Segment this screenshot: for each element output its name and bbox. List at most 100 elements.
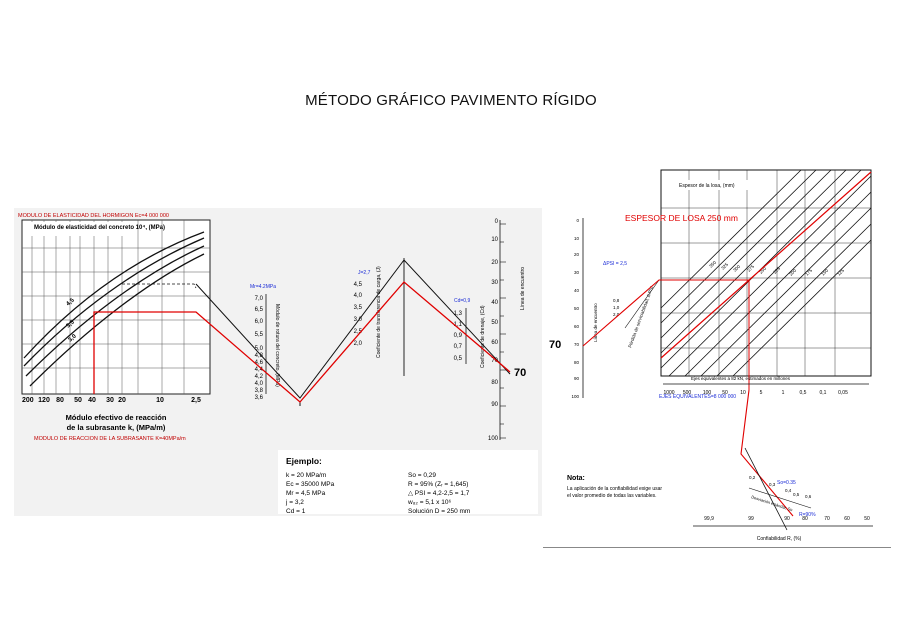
k-tick-40: 40: [88, 397, 96, 404]
slab-title-backdrop: [665, 180, 755, 190]
right-turning-tick: 90: [574, 376, 580, 381]
k-tick-20: 20: [118, 397, 126, 404]
turning-tick: 20: [491, 260, 498, 266]
mr-tick: 4,4: [255, 367, 264, 373]
mr-tick: 5,5: [255, 332, 264, 338]
so-annotation: So=0.35: [777, 480, 796, 486]
psi-ticks: 0,8 1,0 2,0: [613, 298, 620, 317]
r-annotation: R=90%: [799, 512, 816, 518]
esal-tick: 0,5: [800, 390, 807, 396]
right-turning-tick: 80: [574, 360, 580, 365]
modulus-curves: [23, 231, 205, 387]
k-tick-10: 10: [156, 397, 164, 404]
example-heading: Ejemplo:: [286, 456, 322, 466]
r-tick: 50: [864, 516, 870, 522]
cd-tick: 1,1: [454, 322, 463, 328]
example-right-line: △ PSI = 4,2-2,5 = 1,7: [408, 490, 470, 497]
example-left-line: k = 20 MPa/m: [286, 472, 326, 479]
right-turning-tick: 70: [574, 342, 580, 347]
esal-tick: 0,1: [820, 390, 827, 396]
j-axis-title: Coeficiente de transferencia de carga, (…: [376, 266, 382, 358]
cd-tick: 0,5: [454, 356, 463, 362]
right-turning-tick: 10: [574, 236, 580, 241]
mr-annotation: Mr=4.2MPa: [250, 284, 276, 290]
psi-tick: 1,0: [613, 305, 620, 310]
turning-tick: 40: [491, 300, 498, 306]
cd-annotation: Cd=0,9: [454, 298, 470, 304]
r-tick: 70: [824, 516, 830, 522]
so-axis-title: Desviación estándar, So: [751, 494, 794, 512]
note-line-1: La aplicación de la confiabilidad exige …: [567, 486, 662, 492]
r-tick: 99: [748, 516, 754, 522]
example-left-line: Ec = 35000 MPa: [286, 481, 335, 488]
solution-path-left: [93, 281, 511, 403]
slab-result-label: ESPESOR DE LOSA 250 mm: [625, 213, 738, 223]
left-nomograph-svg: MODULO DE ELASTICIDAD DEL HORMIGON Ec=4 …: [18, 213, 538, 515]
psi-tick: 0,8: [613, 298, 620, 303]
turning-tick: 100: [488, 436, 499, 442]
k-axis-title-line2: de la subrasante k, (MPa/m): [67, 423, 166, 432]
so-tick: 0,3: [769, 482, 776, 487]
mr-tick: 4,8: [255, 353, 264, 359]
k-tick-80: 80: [56, 397, 64, 404]
k-tick-120: 120: [38, 397, 50, 404]
turning-tick: 0: [495, 219, 499, 225]
j-tick: 2,0: [354, 341, 363, 347]
j-tick: 4,5: [354, 282, 363, 288]
slab-line-label: 125: [836, 268, 845, 277]
turning-tick: 30: [491, 280, 498, 286]
j-tick: 3,5: [354, 305, 363, 311]
mr-tick: 4,2: [255, 374, 264, 380]
black-reliability-line: [744, 447, 788, 531]
right-turning-tick: 50: [574, 306, 580, 311]
right-turning-tick: 30: [574, 270, 580, 275]
right-turning-value-big: 70: [549, 339, 561, 351]
right-turning-tick: 0: [576, 218, 579, 223]
j-annotation: J=2,7: [358, 270, 371, 276]
example-guide-dashed: [122, 283, 197, 289]
turning-value-big: 70: [514, 367, 526, 379]
turning-tick: 50: [491, 320, 498, 326]
mr-tick: 4,0: [255, 381, 264, 387]
slab-line-labels: 350 325 300 275 250 225 200 175 150 125: [708, 260, 845, 277]
example-right-line: R = 95% (Zᵣ = 1,645): [408, 481, 468, 488]
right-nomograph-panel: Espesor de la losa, (mm) ESPESOR DE LOSA…: [543, 158, 891, 549]
example-left-line: Cd = 1: [286, 508, 306, 515]
r-tick: 80: [802, 516, 808, 522]
turning-tick: 10: [491, 237, 498, 243]
right-turning-tick: 60: [574, 324, 580, 329]
right-turning-tick: 40: [574, 288, 580, 293]
mr-tick: 6,5: [255, 307, 264, 313]
esal-tick: 50: [722, 390, 728, 396]
turning-tick: 90: [491, 402, 498, 408]
turning-tick: 70: [491, 358, 498, 364]
subgrade-note: MODULO DE REACCION DE LA SUBRASANTE K=40…: [34, 436, 186, 442]
curve-label-1: 4,5: [65, 297, 76, 307]
turning-tick: 60: [491, 340, 498, 346]
j-tick: 2,5: [354, 329, 363, 335]
turning-axis-tick-labels: 0 10 20 30 40 50 60 70 80 90 100: [488, 219, 499, 442]
k-tick-30: 30: [106, 397, 114, 404]
mr-axis-ticks: 7,0 6,5 6,0 5,5 5,0 4,8 4,6 4,4 4,2 4,0 …: [255, 296, 264, 401]
psi-tick: 2,0: [613, 312, 620, 317]
esal-tick: 1000: [663, 390, 674, 396]
example-right-line: Solución D = 250 mm: [408, 508, 470, 515]
so-tick: 0,5: [793, 492, 800, 497]
modulus-chart-title: Módulo de elasticidad del concreto 10⁴, …: [34, 225, 165, 231]
j-tick: 3,0: [354, 317, 363, 323]
modulus-title-backdrop: [24, 222, 128, 236]
solution-path-right-lower: [740, 389, 794, 517]
esal-axis-title: Ejes equivalentes a 82 kN, estimados en …: [691, 376, 791, 381]
cd-tick: 0,7: [454, 344, 463, 350]
slab-line-label: 325: [720, 262, 729, 271]
slab-line-label: 200: [788, 268, 797, 277]
turning-axis-title: Línea de encuentro: [520, 267, 526, 310]
example-right-list: So = 0,29 R = 95% (Zᵣ = 1,645) △ PSI = 4…: [407, 472, 470, 515]
r-tick: 99,9: [704, 516, 714, 522]
slab-result-line: [660, 171, 872, 359]
slab-line-label: 225: [772, 266, 781, 275]
esal-ticks: 1000 500 100 50 10 5 1 0,5 0,1 0,05: [663, 390, 848, 396]
cd-axis-title: Coeficiente de drenaje, (Cd): [480, 305, 486, 368]
example-right-line: w₈₂ = 5,1 x 10⁶: [407, 499, 451, 506]
so-ticks: 0,2 0,3 0,4 0,5 0,6: [749, 475, 812, 499]
